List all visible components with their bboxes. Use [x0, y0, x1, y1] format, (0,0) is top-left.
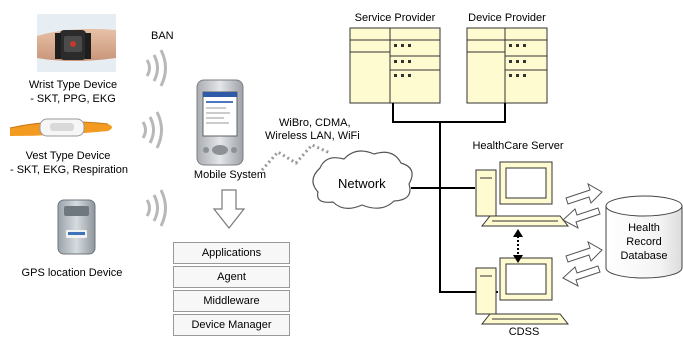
mobile-system-label: Mobile System — [193, 169, 267, 181]
device-provider-server-image — [466, 27, 548, 104]
gps-device-label: GPS location Device — [21, 267, 123, 279]
wrist-device-image — [37, 14, 116, 72]
vest-device-label: Vest Type Device — [25, 150, 111, 162]
healthcare-server-label: HealthCare Server — [472, 140, 564, 152]
health-record-database-image — [605, 195, 683, 279]
cdss-label: CDSS — [508, 326, 540, 338]
wireless-waves — [141, 49, 167, 227]
gps-device-image — [57, 199, 96, 255]
ban-label: BAN — [151, 30, 174, 42]
mobile-device-image — [196, 79, 244, 166]
stack-applications: Applications — [173, 242, 290, 264]
server-cdss-link — [513, 229, 523, 263]
vest-device-sensors: - SKT, EKG, Respiration — [10, 164, 128, 176]
vest-device-image — [9, 118, 112, 137]
wireless-link — [260, 143, 331, 171]
healthcare-server-computer-image — [475, 161, 570, 227]
stack-middleware: Middleware — [173, 290, 290, 312]
stack-device-manager: Device Manager — [173, 314, 290, 336]
network-cloud — [312, 150, 413, 209]
service-provider-server-image — [349, 27, 441, 104]
cdss-computer-image — [475, 257, 570, 325]
database-label-line3: Database — [620, 250, 668, 262]
wireless-label-line1: WiBro, CDMA, — [279, 117, 351, 129]
network-label: Network — [338, 176, 386, 191]
wireless-label-line2: Wireless LAN, WiFi — [265, 130, 360, 142]
wrist-device-sensors: - SKT, PPG, EKG — [30, 93, 116, 105]
stack-agent: Agent — [173, 266, 290, 288]
database-label-line1: Health — [628, 222, 660, 234]
device-provider-label: Device Provider — [468, 12, 546, 24]
down-arrow — [212, 189, 246, 229]
wrist-device-label: Wrist Type Device — [28, 79, 118, 91]
service-provider-label: Service Provider — [354, 12, 436, 24]
exchange-arrows — [562, 182, 603, 288]
database-label-line2: Record — [626, 236, 662, 248]
